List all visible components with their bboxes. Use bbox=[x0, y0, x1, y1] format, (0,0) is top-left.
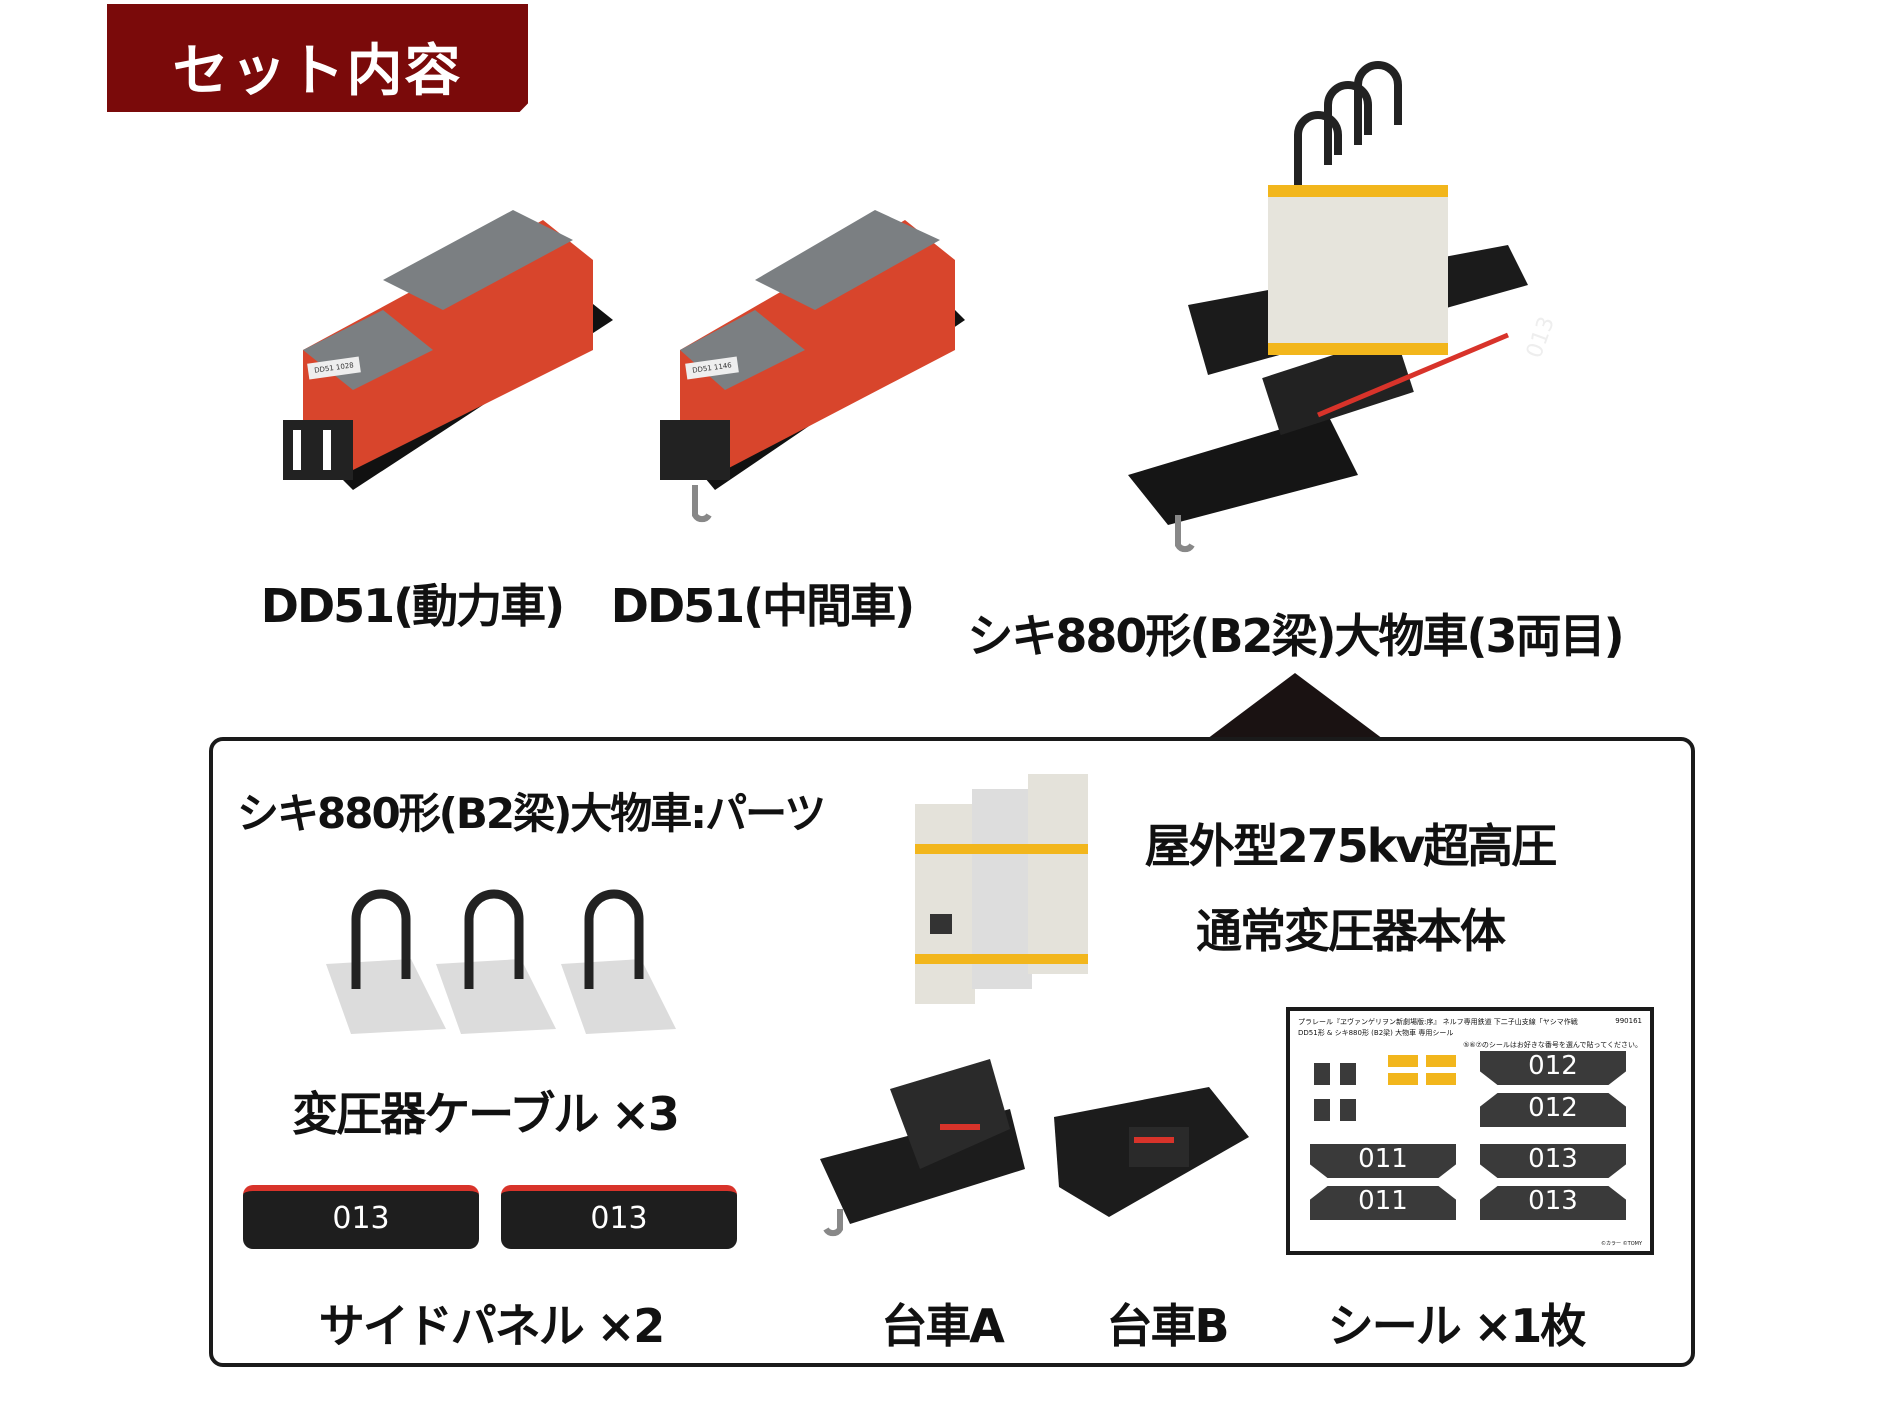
parts-title: シキ880形(B2梁)大物車:パーツ bbox=[237, 789, 826, 838]
sticker-number: 012 bbox=[1480, 1093, 1626, 1127]
sticker-yellow bbox=[1388, 1073, 1418, 1085]
side-panel: 013 bbox=[501, 1185, 737, 1249]
bogie-a-image bbox=[820, 1059, 1025, 1237]
transformer-label-1: 屋外型275kv超高圧 bbox=[1144, 819, 1558, 873]
sheet-note: ⑤⑥⑦のシールはお好きな番号を選んで貼ってください。 bbox=[1463, 1041, 1642, 1049]
side-panel-number: 013 bbox=[332, 1201, 390, 1236]
transformer-label-2: 通常変圧器本体 bbox=[1196, 904, 1506, 958]
bogie-b-image bbox=[1054, 1087, 1249, 1217]
shiki880-car-label: シキ880形(B2梁)大物車(3両目) bbox=[967, 609, 1624, 663]
dd51-power-car-image bbox=[283, 210, 613, 490]
sticker-emblem bbox=[1314, 1099, 1330, 1121]
cable-label: 変圧器ケーブル ×3 bbox=[292, 1087, 680, 1141]
sticker-number: 013 bbox=[1480, 1186, 1626, 1220]
sheet-footer: ©カラー ©TOMY bbox=[1601, 1241, 1642, 1247]
sheet-title-2: DD51形 & シキ880形 (B2梁) 大物車 専用シール bbox=[1298, 1029, 1454, 1037]
section-header: セット内容 bbox=[107, 4, 528, 112]
sheet-title-1: プラレール『ヱヴァンゲリヲン新劇場版:序』 ネルフ専用鉄道 下二子山支線「ヤシマ… bbox=[1298, 1018, 1578, 1026]
sticker-yellow bbox=[1388, 1055, 1418, 1067]
dd51-middle-car-label: DD51(中間車) bbox=[610, 579, 915, 633]
dd51-power-car-label: DD51(動力車) bbox=[260, 579, 565, 633]
section-title: セット内容 bbox=[172, 38, 463, 104]
parts-panel bbox=[209, 737, 1695, 1367]
sticker-label: シール ×1枚 bbox=[1327, 1299, 1587, 1353]
side-panel: 013 bbox=[243, 1185, 479, 1249]
sticker-yellow bbox=[1426, 1055, 1456, 1067]
transformer-body-image bbox=[915, 774, 1088, 1004]
sticker-emblem bbox=[1314, 1063, 1330, 1085]
sticker-number: 013 bbox=[1480, 1144, 1626, 1178]
sticker-yellow bbox=[1426, 1073, 1456, 1085]
sticker-number: 012 bbox=[1480, 1051, 1626, 1085]
shiki880-car-image bbox=[1128, 61, 1528, 553]
transformer-cables-image bbox=[326, 889, 676, 1034]
side-panel-label: サイドパネル ×2 bbox=[318, 1299, 666, 1353]
side-panel-number: 013 bbox=[590, 1201, 648, 1236]
bogie-a-label: 台車A bbox=[881, 1299, 1005, 1353]
bogie-b-label: 台車B bbox=[1106, 1299, 1229, 1353]
sheet-code: 990161 bbox=[1615, 1017, 1642, 1025]
sticker-number: 011 bbox=[1310, 1144, 1456, 1178]
sticker-emblem bbox=[1340, 1099, 1356, 1121]
callout-pointer bbox=[1207, 673, 1383, 739]
sticker-sheet: プラレール『ヱヴァンゲリヲン新劇場版:序』 ネルフ専用鉄道 下二子山支線「ヤシマ… bbox=[1286, 1007, 1654, 1255]
sticker-number: 011 bbox=[1310, 1186, 1456, 1220]
sticker-emblem bbox=[1340, 1063, 1356, 1085]
